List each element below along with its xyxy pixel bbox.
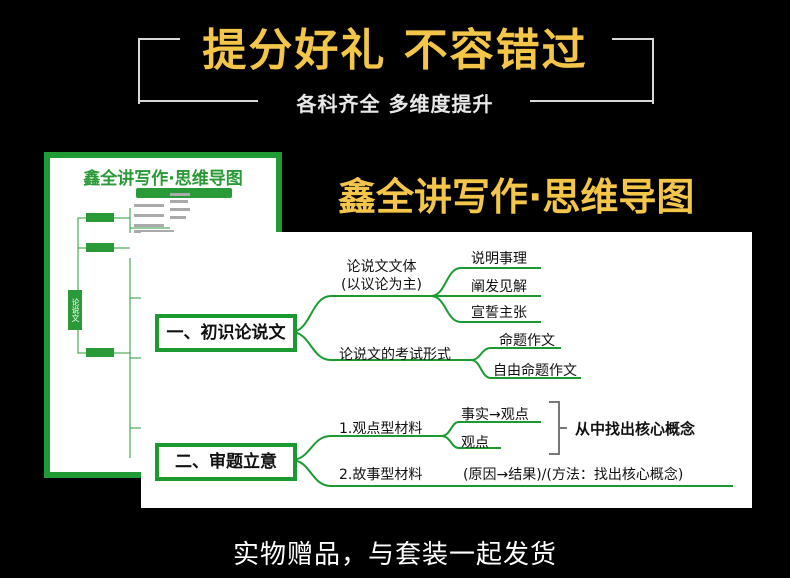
section1-branch-b: 论说文的考试形式 — [339, 347, 451, 363]
section1-item-2: 阐发见解 — [471, 279, 527, 295]
section2-note-a: 从中找出核心概念 — [575, 420, 696, 438]
section1-item-1: 说明事理 — [471, 251, 527, 267]
bracket-left-lower — [138, 100, 258, 102]
section1-branch-a: 论说文文体 (以议论为主) — [341, 259, 422, 293]
product-heading: 鑫全讲写作·思维导图 — [338, 175, 695, 219]
bracket-right-lower — [530, 100, 652, 102]
header-subtitle: 各科齐全 多维度提升 — [296, 92, 494, 116]
poster-title: 鑫全讲写作·思维导图 — [83, 169, 243, 189]
section2-item-2: 观点 — [461, 435, 489, 451]
footer-note: 实物赠品，与套装一起发货 — [232, 540, 557, 570]
section2-branch-a: 1.观点型材料 — [339, 421, 423, 437]
poster-root-node: 论说文 — [68, 290, 82, 330]
section1-item-5: 自由命题作文 — [493, 363, 577, 379]
section2-branch-b: 2.故事型材料 — [339, 467, 423, 483]
section2-item-1: 事实→观点 — [461, 407, 529, 423]
header-title: 提分好礼 不容错过 — [202, 25, 588, 76]
section2-note-b: (原因→结果)/(方法：找出核心概念) — [463, 467, 684, 483]
section1-item-3: 宣誓主张 — [471, 305, 527, 321]
bracket-left — [138, 38, 180, 104]
section2-box: 二、审题立意 — [155, 443, 297, 481]
section1-box: 一、初识论说文 — [155, 314, 297, 352]
section1-item-4: 命题作文 — [499, 333, 555, 349]
mindmap-card: 一、初识论说文 论说文文体 (以议论为主) 说明事理 阐发见解 宣誓主张 论说文… — [141, 232, 752, 508]
bracket-right — [612, 38, 654, 104]
